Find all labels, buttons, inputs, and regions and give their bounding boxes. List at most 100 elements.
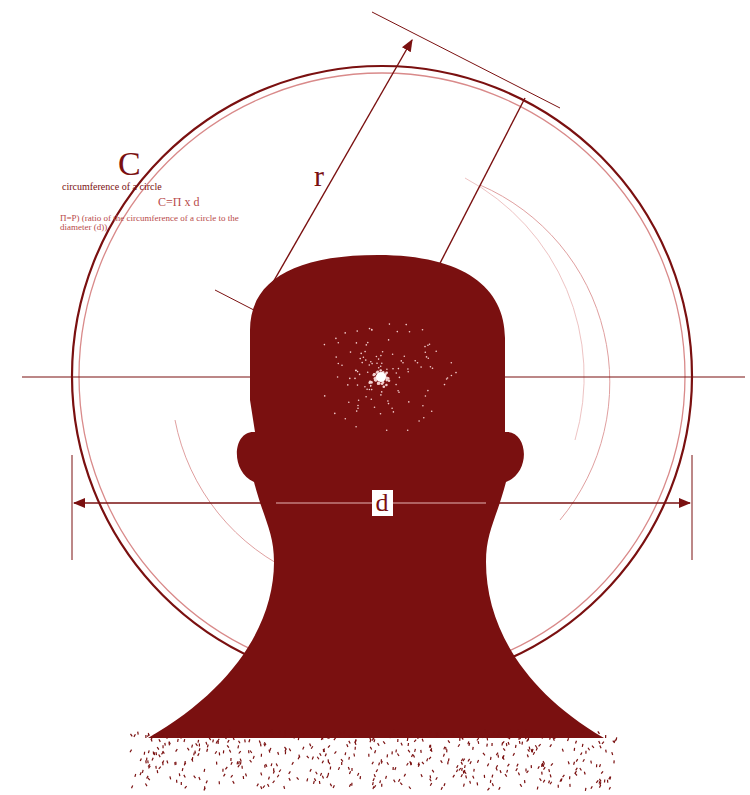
speckle: [531, 749, 533, 752]
speckle: [373, 731, 375, 733]
speckle: [385, 384, 388, 387]
speckle: [392, 353, 394, 355]
speckle: [339, 732, 341, 734]
speckle: [371, 329, 373, 331]
speckle: [270, 748, 271, 751]
speckle: [313, 781, 315, 784]
speckle: [257, 784, 259, 787]
speckle: [348, 402, 350, 404]
speckle: [517, 764, 518, 767]
speckle: [409, 331, 411, 333]
speckle: [289, 778, 290, 781]
speckle: [404, 774, 405, 777]
speckle: [459, 738, 460, 741]
speckle: [330, 767, 332, 770]
speckle: [319, 781, 321, 784]
speckle: [372, 786, 374, 789]
speckle: [306, 778, 308, 781]
speckle: [408, 743, 410, 746]
speckle: [148, 764, 150, 766]
speckle: [243, 776, 245, 779]
speckle: [325, 734, 326, 737]
speckle: [550, 774, 552, 777]
speckle: [241, 731, 243, 733]
speckle: [431, 749, 433, 752]
speckle: [477, 760, 478, 763]
speckle: [590, 761, 592, 764]
speckle: [427, 344, 429, 346]
speckle: [183, 739, 185, 742]
speckle: [561, 778, 563, 781]
speckle: [372, 762, 373, 765]
speckle: [303, 747, 304, 750]
speckle: [463, 784, 465, 787]
speckle: [268, 784, 269, 787]
speckle: [131, 734, 133, 737]
speckle: [224, 733, 225, 736]
speckle: [347, 744, 348, 747]
speckle: [357, 405, 359, 407]
speckle: [363, 357, 365, 359]
speckle: [426, 356, 428, 358]
speckle: [525, 737, 527, 739]
speckle: [393, 767, 394, 770]
speckle: [493, 732, 495, 735]
speckle: [159, 767, 161, 769]
speckle: [147, 734, 149, 737]
speckle: [191, 745, 193, 748]
speckle: [430, 775, 432, 778]
speckle: [432, 770, 434, 773]
speckle: [381, 784, 382, 787]
speckle: [581, 752, 582, 755]
speckle: [239, 741, 241, 744]
speckle: [576, 768, 578, 771]
speckle: [261, 786, 262, 789]
speckle: [199, 743, 200, 746]
speckle: [468, 743, 470, 746]
speckle: [335, 338, 337, 340]
speckle: [599, 781, 600, 784]
speckle: [344, 332, 346, 334]
speckle: [351, 768, 352, 771]
speckle: [181, 782, 182, 785]
speckle: [206, 781, 207, 784]
speckle-texture: [130, 323, 617, 790]
speckle: [324, 344, 326, 346]
speckle: [550, 744, 552, 747]
speckle: [310, 744, 311, 747]
head-silhouette: [148, 255, 604, 738]
speckle: [399, 779, 400, 782]
speckle: [327, 736, 329, 738]
speckle: [273, 781, 275, 783]
speckle: [334, 413, 336, 415]
speckle: [441, 760, 443, 763]
speckle: [591, 786, 592, 789]
speckle: [268, 777, 270, 780]
speckle: [298, 757, 299, 760]
speckle: [524, 780, 526, 783]
speckle: [216, 741, 217, 744]
speckle: [147, 760, 149, 763]
speckle: [418, 736, 420, 739]
speckle: [320, 753, 322, 756]
speckle: [176, 749, 178, 752]
speckle: [381, 362, 383, 364]
speckle: [277, 775, 279, 778]
speckle: [429, 757, 431, 759]
speckle: [408, 750, 410, 752]
speckle: [395, 384, 397, 386]
speckle: [312, 757, 313, 760]
speckle: [250, 751, 252, 754]
speckle: [345, 752, 347, 755]
speckle: [349, 735, 351, 737]
speckle: [285, 751, 286, 754]
speckle: [538, 766, 539, 769]
speckle: [395, 734, 396, 737]
speckle: [477, 738, 479, 740]
speckle: [323, 749, 325, 752]
speckle: [400, 783, 402, 785]
speckle: [357, 408, 359, 410]
speckle: [355, 426, 357, 428]
speckle: [155, 766, 157, 769]
speckle: [404, 730, 405, 733]
